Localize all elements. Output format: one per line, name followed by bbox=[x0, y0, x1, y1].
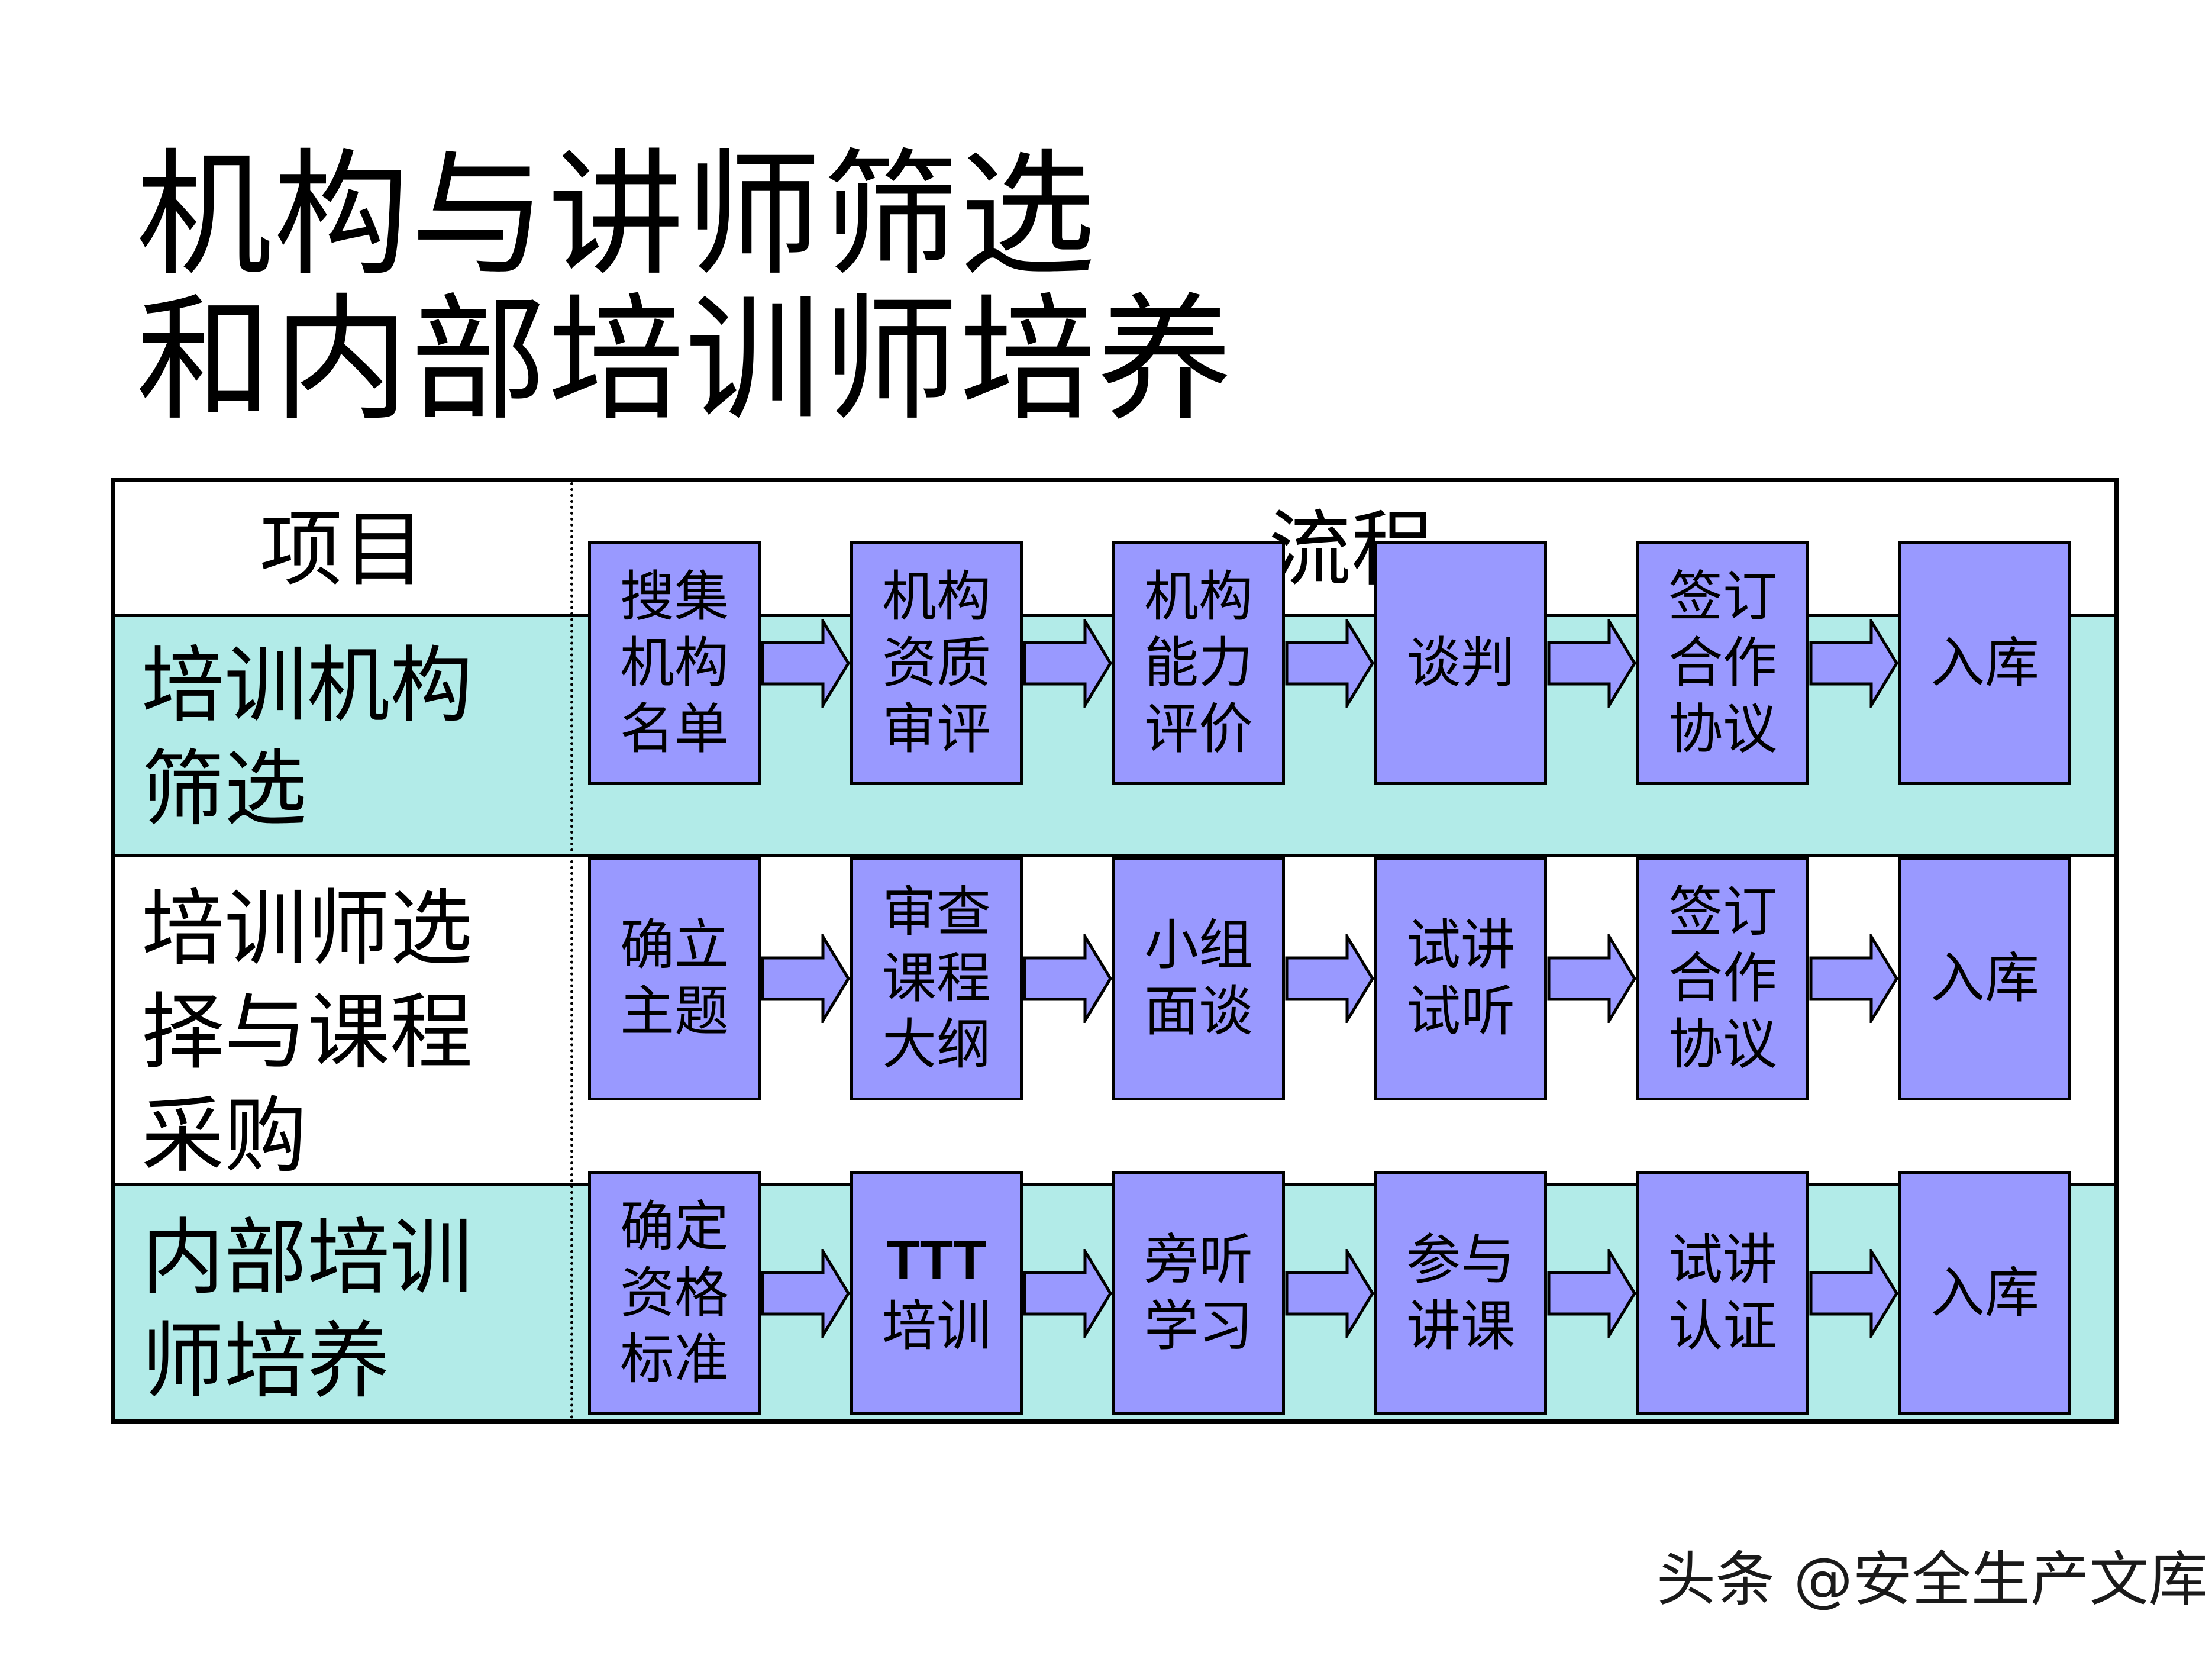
arrow-right-icon bbox=[1023, 934, 1112, 1023]
watermark: 头条 @安全生产文库 bbox=[1656, 1545, 2208, 1614]
arrow-right-icon bbox=[1809, 619, 1898, 708]
step-box: 机构 资质 审评 bbox=[850, 541, 1023, 785]
arrow-right-icon bbox=[761, 934, 850, 1023]
row-label: 培训机构 筛选 bbox=[141, 638, 473, 838]
step-box: 搜集 机构 名单 bbox=[588, 541, 761, 785]
step-label: 入库 bbox=[1930, 631, 2039, 695]
step-label: 参与 讲课 bbox=[1406, 1228, 1515, 1358]
arrow-right-icon bbox=[1547, 619, 1636, 708]
step-box: 入库 bbox=[1898, 857, 2071, 1100]
step-box: 签订 合作 协议 bbox=[1636, 857, 1809, 1100]
step-box: 签订 合作 协议 bbox=[1636, 541, 1809, 785]
arrow-right-icon bbox=[1023, 619, 1112, 708]
step-label: 旁听 学习 bbox=[1144, 1228, 1253, 1358]
step-box: 小组 面谈 bbox=[1112, 857, 1285, 1100]
arrow-right-icon bbox=[1809, 934, 1898, 1023]
step-label-bold: TTT bbox=[886, 1230, 987, 1290]
step-label: 机构 资质 审评 bbox=[881, 565, 991, 761]
step-label: 机构 能力 评价 bbox=[1144, 565, 1253, 761]
step-label-rest: 培训 bbox=[881, 1295, 991, 1358]
step-box: 旁听 学习 bbox=[1112, 1171, 1285, 1415]
step-box: 试讲 试听 bbox=[1374, 857, 1547, 1100]
step-label: 确定 资格 标准 bbox=[619, 1195, 729, 1391]
page-title-line-1: 机构与讲师筛选 bbox=[136, 137, 1097, 295]
arrow-right-icon bbox=[1285, 619, 1374, 708]
arrow-right-icon bbox=[1285, 934, 1374, 1023]
step-box: 机构 能力 评价 bbox=[1112, 541, 1285, 785]
column-divider bbox=[570, 482, 573, 1419]
step-label: 签订 合作 协议 bbox=[1668, 880, 1777, 1076]
arrow-right-icon bbox=[1547, 934, 1636, 1023]
step-label: 搜集 机构 名单 bbox=[619, 565, 729, 761]
arrow-right-icon bbox=[1023, 1249, 1112, 1338]
step-box: 审查 课程 大纲 bbox=[850, 857, 1023, 1100]
arrow-right-icon bbox=[1809, 1249, 1898, 1338]
step-box: 确定 资格 标准 bbox=[588, 1171, 761, 1415]
step-box: 试讲 认证 bbox=[1636, 1171, 1809, 1415]
arrow-right-icon bbox=[1547, 1249, 1636, 1338]
row-label: 培训师选 择与课程 采购 bbox=[141, 881, 473, 1184]
step-label: 确立 主题 bbox=[619, 914, 729, 1043]
step-label: 审查 课程 大纲 bbox=[881, 880, 991, 1076]
step-label: 入库 bbox=[1930, 947, 2039, 1010]
step-label: 签订 合作 协议 bbox=[1668, 565, 1777, 761]
process-table: 项目 流程 培训机构 筛选 培训师选 择与课程 采购 内部培训 师培养 搜集 机… bbox=[111, 478, 2119, 1424]
step-box: 参与 讲课 bbox=[1374, 1171, 1547, 1415]
step-label: 小组 面谈 bbox=[1144, 914, 1253, 1043]
column-header-item: 项目 bbox=[260, 502, 426, 598]
step-box: 确立 主题 bbox=[588, 857, 761, 1100]
step-label: 入库 bbox=[1930, 1261, 2039, 1325]
step-label: 试讲 试听 bbox=[1406, 914, 1515, 1043]
arrow-right-icon bbox=[1285, 1249, 1374, 1338]
step-box: 入库 bbox=[1898, 1171, 2071, 1415]
page-title-line-2: 和内部培训师培养 bbox=[136, 282, 1235, 440]
row-label: 内部培训 师培养 bbox=[141, 1210, 473, 1410]
step-label: 试讲 认证 bbox=[1668, 1228, 1777, 1358]
step-box: 谈判 bbox=[1374, 541, 1547, 785]
step-box: 入库 bbox=[1898, 541, 2071, 785]
step-label: 谈判 bbox=[1406, 631, 1515, 695]
arrow-right-icon bbox=[761, 619, 850, 708]
arrow-right-icon bbox=[761, 1249, 850, 1338]
